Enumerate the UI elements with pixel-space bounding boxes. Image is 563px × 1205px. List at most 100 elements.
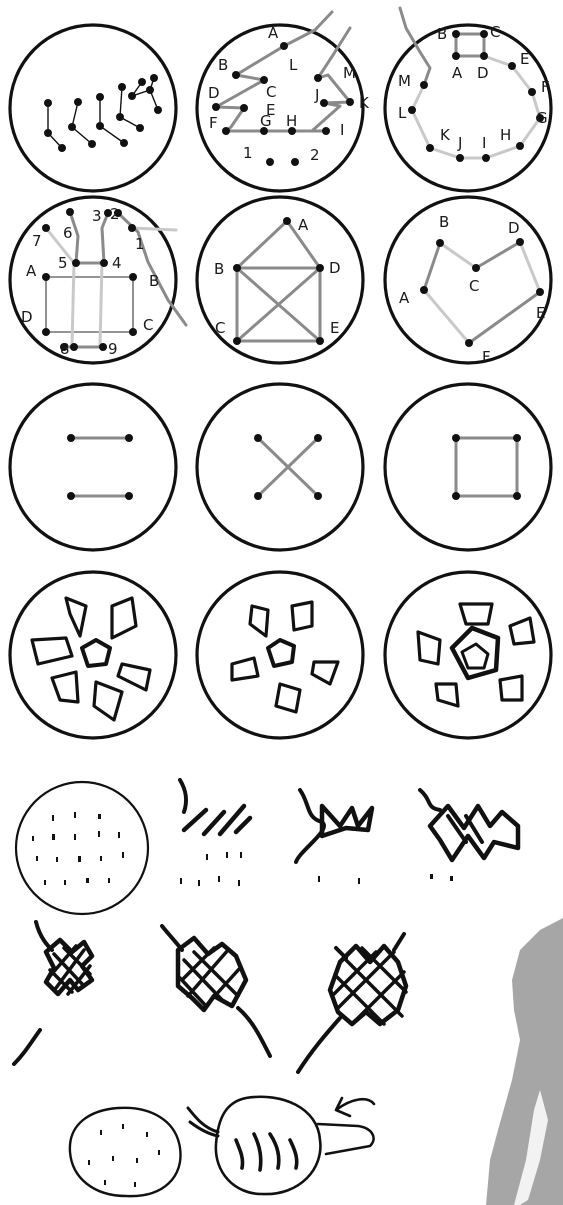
- label-2: 2: [110, 205, 120, 223]
- label-C: C: [469, 277, 479, 295]
- button-circle: [197, 572, 363, 738]
- label-8: 8: [60, 340, 70, 358]
- label-B: B: [437, 25, 447, 43]
- label-K: K: [440, 126, 451, 144]
- label-G: G: [260, 112, 272, 130]
- weave: [430, 806, 518, 860]
- label-F: F: [482, 348, 491, 366]
- label-D: D: [21, 308, 33, 326]
- label-E: E: [536, 304, 545, 322]
- needle-thread: [296, 790, 324, 862]
- label-A: A: [452, 64, 463, 82]
- label-5: 5: [58, 254, 68, 272]
- panel-r5-c3: [296, 790, 372, 884]
- label-B: B: [214, 260, 224, 278]
- label-2: 2: [310, 146, 320, 164]
- panel-r3-c3: [385, 384, 551, 550]
- cloth-patch: [70, 1108, 181, 1196]
- stitch-marks: [180, 852, 242, 886]
- panel-r2-c1: 7 6 3 2 1 5 4 A B D C 8 9: [10, 197, 186, 363]
- label-7: 7: [32, 232, 42, 250]
- weave: [322, 806, 372, 836]
- panel-r5-c2: [180, 780, 250, 886]
- panel-r5-c1: [16, 782, 148, 914]
- stitch-marks: [88, 1124, 160, 1187]
- label-C: C: [490, 23, 500, 41]
- panel-r5-c4: [420, 790, 518, 881]
- label-L: L: [398, 104, 407, 122]
- button-circle: [10, 384, 176, 550]
- label-H: H: [286, 112, 297, 130]
- pull-tab: [318, 1124, 374, 1154]
- thread-ends: [188, 1108, 218, 1136]
- button-circle: [197, 384, 363, 550]
- label-1: 1: [135, 235, 145, 253]
- label-E: E: [520, 50, 529, 68]
- label-C: C: [266, 83, 276, 101]
- curved-stitches: [236, 1134, 297, 1170]
- label-G: G: [536, 109, 548, 127]
- label-H: H: [500, 126, 511, 144]
- button-circle: [197, 197, 363, 363]
- label-M: M: [343, 64, 356, 82]
- weave-lines: [50, 946, 90, 994]
- button-circle: [10, 25, 176, 191]
- arrow-icon: [336, 1098, 374, 1116]
- panel-r7-c2: [188, 1097, 374, 1194]
- thread-tail: [238, 1008, 270, 1056]
- person-silhouette: [486, 918, 563, 1205]
- thread-tail: [298, 1018, 340, 1072]
- panel-r6-c1: [14, 922, 92, 1064]
- panel-r3-c1: [10, 384, 176, 550]
- panel-r4-c3: [385, 572, 551, 738]
- panel-r6-c3: [298, 934, 406, 1072]
- label-1: 1: [243, 144, 253, 162]
- label-A: A: [26, 262, 37, 280]
- label-C: C: [215, 319, 225, 337]
- panel-r1-c3: B C A D E M F L G H K J I: [385, 8, 551, 191]
- label-E: E: [330, 319, 339, 337]
- thread-tail: [14, 1030, 40, 1064]
- label-J: J: [314, 86, 319, 104]
- label-D: D: [329, 259, 341, 277]
- panel-r6-c2: [162, 926, 270, 1056]
- label-B: B: [149, 272, 159, 290]
- needle-thread: [180, 780, 186, 812]
- cloth-patch: [216, 1097, 321, 1194]
- label-3: 3: [92, 207, 102, 225]
- label-A: A: [298, 216, 309, 234]
- weave-lines: [180, 948, 240, 1008]
- label-9: 9: [108, 340, 118, 358]
- label-F: F: [209, 114, 218, 132]
- label-F: F: [541, 78, 550, 96]
- label-D: D: [508, 219, 520, 237]
- label-I: I: [482, 134, 486, 152]
- button-circle: [385, 197, 551, 363]
- panel-r7-c1: [70, 1108, 181, 1196]
- label-C: C: [143, 316, 153, 334]
- label-A: A: [399, 289, 410, 307]
- panel-r2-c2: A B D C E: [197, 197, 363, 363]
- needle-thread: [36, 922, 52, 950]
- diagonal-stitches: [184, 806, 250, 834]
- label-D: D: [477, 64, 489, 82]
- label-I: I: [340, 121, 344, 139]
- needle-thread: [420, 790, 440, 810]
- cloth-circle: [16, 782, 148, 914]
- label-6: 6: [63, 224, 73, 242]
- label-B: B: [218, 56, 228, 74]
- label-B: B: [439, 213, 449, 231]
- panel-r3-c2: [197, 384, 363, 550]
- panel-r2-c3: B D A C E F: [385, 197, 551, 366]
- button-circle: [385, 572, 551, 738]
- button-circle: [385, 384, 551, 550]
- label-A: A: [268, 24, 279, 42]
- label-L: L: [289, 56, 298, 74]
- panel-r4-c2: [197, 572, 363, 738]
- needle-thread: [162, 926, 182, 950]
- label-M: M: [398, 72, 411, 90]
- panel-r1-c2: A B C L M D E J K F G H I 1 2: [197, 12, 370, 191]
- label-D: D: [208, 84, 220, 102]
- label-K: K: [359, 94, 370, 112]
